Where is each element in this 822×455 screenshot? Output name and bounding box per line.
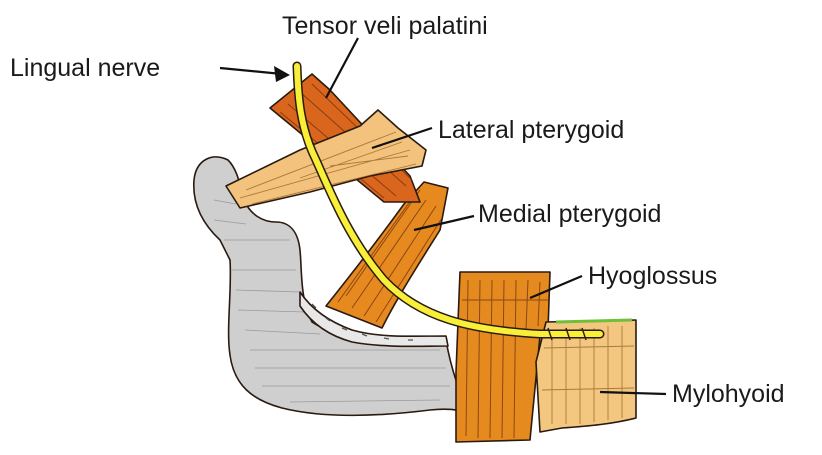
leader-lingual-nerve (220, 68, 282, 74)
label-medial-pterygoid: Medial pterygoid (478, 200, 661, 228)
arrowhead-lingual-nerve (274, 66, 290, 82)
label-tensor-veli-palatini: Tensor veli palatini (282, 12, 488, 40)
leader-tensor-veli-palatini (326, 38, 358, 98)
label-mylohyoid: Mylohyoid (672, 380, 785, 408)
hyoglossus-muscle (456, 272, 550, 442)
label-lateral-pterygoid: Lateral pterygoid (438, 116, 624, 144)
medial-pterygoid-muscle (326, 182, 448, 328)
label-hyoglossus: Hyoglossus (588, 262, 717, 290)
label-lingual-nerve: Lingual nerve (10, 54, 160, 82)
